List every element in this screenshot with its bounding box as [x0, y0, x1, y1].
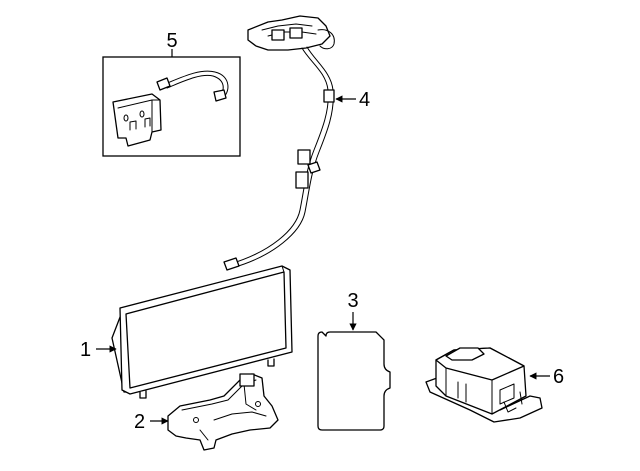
callout-2: 2 [134, 411, 145, 433]
callout-1: 1 [80, 339, 91, 361]
callout-6: 6 [553, 366, 564, 388]
callout-3: 3 [347, 290, 358, 312]
harness-part-4 [223, 15, 335, 271]
module-part-6 [425, 347, 543, 423]
callout-5: 5 [166, 30, 177, 52]
display-part-1 [111, 265, 293, 399]
inset-box-part-5 [102, 56, 241, 157]
bracket-part-2 [167, 373, 279, 451]
callout-4: 4 [359, 89, 370, 111]
card-part-3 [317, 331, 391, 431]
